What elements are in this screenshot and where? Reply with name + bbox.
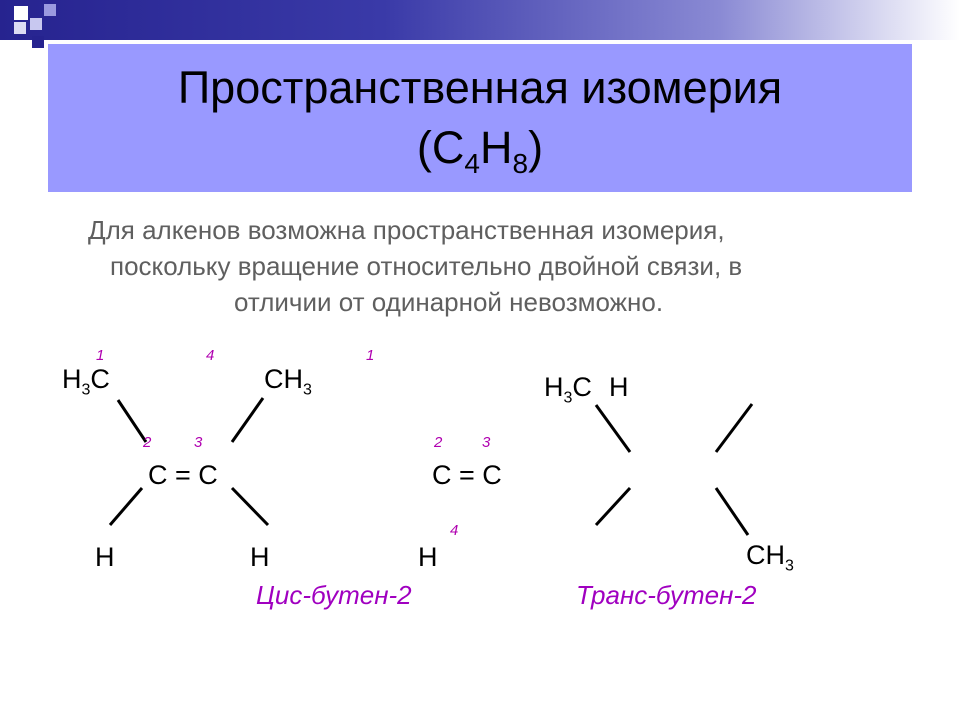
slide-formula: (C4H8) [48,122,912,180]
hydrogen-atom: H [250,542,270,572]
methyl-group-ch3: CH3 [264,364,312,399]
formula-subscript: 4 [464,148,480,179]
hydrogen-atom: H [95,542,115,572]
atom-subscript: 3 [303,381,312,399]
double-bond-cc: C = C [432,460,502,490]
bond-line [116,399,148,443]
bond-line [594,486,632,527]
decor-square [14,6,28,20]
atom-label: CH [746,540,785,570]
description-line: поскольку вращение относительно двойной … [110,251,743,281]
description-line: отличии от одинарной невозможно. [234,287,664,317]
atom-subscript: 3 [81,381,91,399]
bond-line [594,404,632,453]
carbon-number: 2 [434,434,443,451]
bond-line [230,486,270,527]
formula-subscript: 8 [512,148,529,179]
title-band: Пространственная изомерия (C4H8) [48,44,912,192]
carbon-number: 4 [450,522,459,539]
carbon-number: 1 [96,347,105,364]
methyl-group-h3c: H3C [544,372,592,407]
carbon-number: 3 [194,434,203,451]
methyl-group-h3c: H3C [62,364,110,399]
carbon-number: 1 [366,347,375,364]
bond-line [230,397,265,443]
carbon-number: 2 [143,434,152,451]
decor-square [14,22,26,34]
atom-label: C [90,364,110,394]
hydrogen-atom: H [418,542,438,572]
decor-square [44,4,56,16]
bond-line [714,403,754,453]
slide-title: Пространственная изомерия [177,62,783,113]
top-gradient-bar [0,0,960,40]
atom-label: H [544,372,564,402]
carbon-number: 3 [482,434,491,451]
atom-label: C [572,372,592,402]
atom-label: H [62,364,82,394]
atom-subscript: 3 [563,389,573,407]
decor-square [32,36,44,48]
decor-square [30,18,42,30]
methyl-group-ch3: CH3 [746,540,794,575]
double-bond-cc: C = C [148,460,218,490]
atom-label: CH [264,364,303,394]
bond-line [108,487,144,526]
cis-isomer-name: Цис-бутен-2 [256,580,412,610]
formula-part: (C [416,122,465,173]
description-line: Для алкенов возможна пространственная из… [88,215,725,245]
trans-isomer-name: Транс-бутен-2 [576,580,757,610]
formula-part: ) [528,122,544,173]
bond-line [714,487,750,536]
atom-subscript: 3 [785,557,794,575]
carbon-number: 4 [206,347,215,364]
hydrogen-atom: H [609,372,629,402]
formula-part: H [479,122,513,173]
